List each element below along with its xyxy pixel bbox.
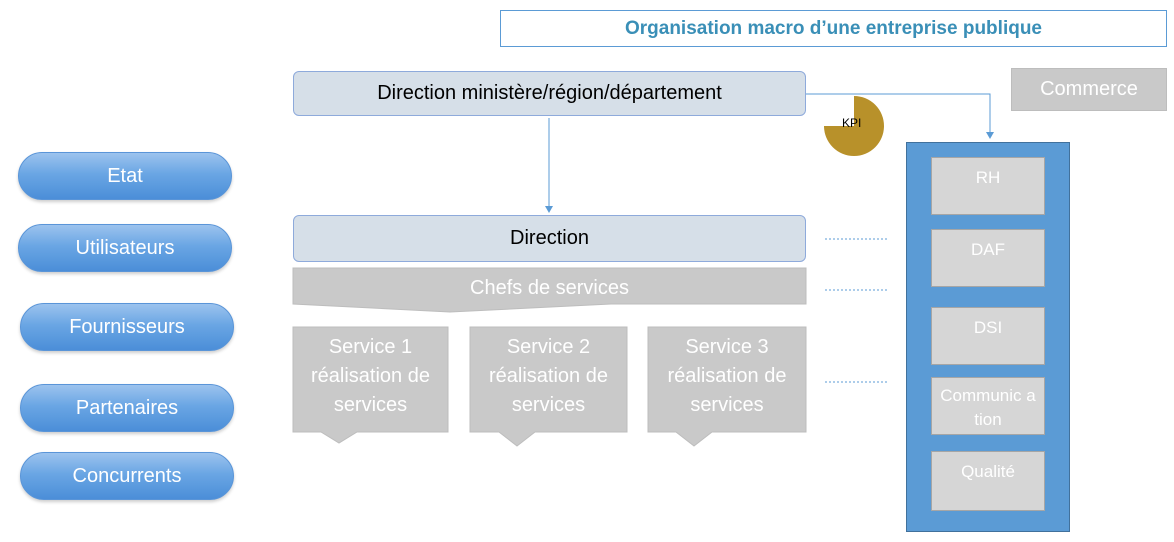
stakeholder-utilisateurs: Utilisateurs xyxy=(18,224,232,272)
chefs-banner-shape xyxy=(292,267,807,313)
service-2-desc: réalisation de xyxy=(489,365,608,387)
arrow-to-functions xyxy=(806,93,994,139)
service-1-desc2: services xyxy=(333,394,408,416)
service-2-desc2: services xyxy=(511,394,586,416)
function-daf: DAF xyxy=(931,229,1045,287)
function-dsi: DSI xyxy=(931,307,1045,365)
service-3-desc2: services xyxy=(690,394,764,416)
service-2-label: Service 2 réalisation de services xyxy=(470,333,627,420)
page-title: Organisation macro d’une entreprise publ… xyxy=(500,10,1167,47)
chefs-de-services-label: Chefs de services xyxy=(470,276,629,299)
function-communication: Communic ation xyxy=(931,377,1045,435)
service-2-title: Service 2 xyxy=(506,336,591,358)
service-3-title: Service 3 xyxy=(685,336,769,358)
service-1-label: Service 1 réalisation de services xyxy=(293,333,448,420)
service-1-title: Service 1 xyxy=(328,336,413,358)
service-1-desc: réalisation de xyxy=(311,365,430,387)
kpi-label: KPI xyxy=(842,116,862,130)
service-3-label: Service 3 réalisation de services xyxy=(648,333,806,420)
stakeholder-etat: Etat xyxy=(18,152,232,200)
direction-box: Direction xyxy=(293,215,806,262)
function-communication-label: Communic ation xyxy=(940,386,1036,429)
stakeholder-fournisseurs: Fournisseurs xyxy=(20,303,234,351)
service-2-shape xyxy=(469,326,628,447)
kpi-pie-shape xyxy=(824,96,884,156)
service-3-desc: réalisation de xyxy=(667,365,787,387)
service-1-shape xyxy=(292,326,449,444)
function-qualite: Qualité xyxy=(931,451,1045,511)
commerce-box: Commerce xyxy=(1011,68,1167,111)
stakeholder-concurrents: Concurrents xyxy=(20,452,234,500)
top-direction-box: Direction ministère/région/département xyxy=(293,71,806,116)
stakeholder-partenaires: Partenaires xyxy=(20,384,234,432)
service-3-shape xyxy=(647,326,807,447)
function-rh: RH xyxy=(931,157,1045,215)
